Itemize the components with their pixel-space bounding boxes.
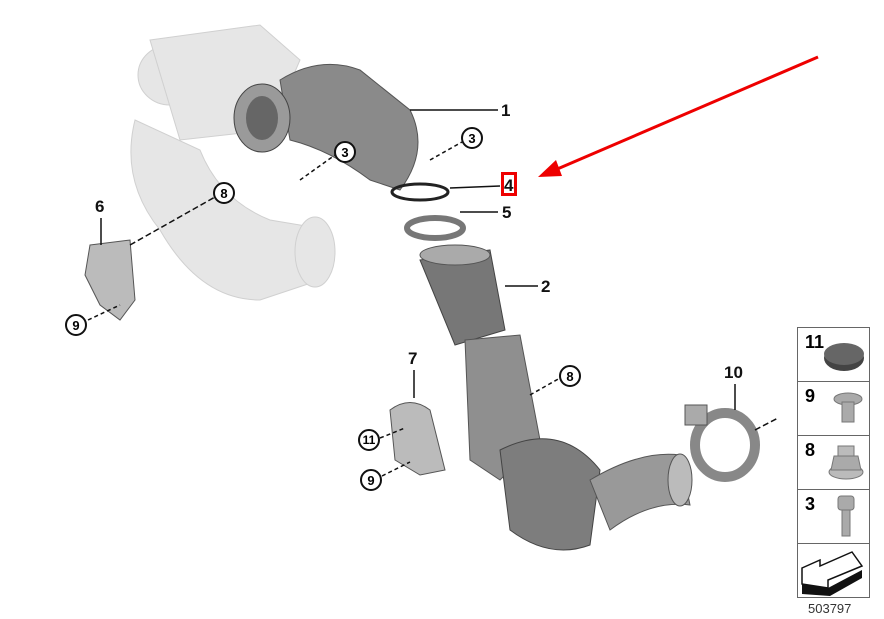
callout-7: 7 bbox=[408, 349, 418, 368]
gasket-ring-4 bbox=[390, 182, 450, 202]
countersunk-screw-icon bbox=[833, 392, 863, 423]
ghost-turbo-assembly bbox=[130, 24, 336, 301]
callout-8: 8 bbox=[213, 182, 235, 204]
callout-10: 10 bbox=[724, 363, 743, 382]
legend-number: 9 bbox=[805, 386, 816, 406]
callout-5: 5 bbox=[502, 203, 512, 222]
hardware-legend: 11 9 8 3 bbox=[797, 327, 870, 598]
bracket-6 bbox=[84, 239, 136, 321]
flex-pipe-part-2 bbox=[419, 244, 506, 346]
torx-bolt-icon bbox=[837, 495, 855, 537]
legend-row-3: 3 bbox=[798, 490, 869, 544]
catalytic-converter-part-1 bbox=[233, 63, 419, 191]
lower-catalytic-converter bbox=[464, 334, 693, 551]
collar-nut-icon bbox=[828, 445, 864, 480]
callout-3: 3 bbox=[461, 127, 483, 149]
callout-1: 1 bbox=[501, 101, 511, 120]
callout-9: 9 bbox=[360, 469, 382, 491]
callout-4: 4 bbox=[504, 176, 514, 195]
legend-number: 8 bbox=[805, 440, 816, 460]
legend-row-arrow bbox=[798, 544, 869, 598]
legend-row-11: 11 bbox=[798, 328, 869, 382]
plug-icon bbox=[824, 343, 864, 371]
legend-number: 3 bbox=[805, 494, 816, 514]
legend-row-8: 8 bbox=[798, 436, 869, 490]
diagram-number: 503797 bbox=[808, 601, 852, 616]
leader-lines bbox=[87, 109, 779, 477]
callout-9: 9 bbox=[65, 314, 87, 336]
callout-11: 11 bbox=[358, 429, 380, 451]
clamp-10 bbox=[684, 404, 760, 482]
legend-number: 11 bbox=[805, 332, 825, 352]
bracket-7 bbox=[389, 402, 446, 476]
callout-3: 3 bbox=[334, 141, 356, 163]
callout-8: 8 bbox=[559, 365, 581, 387]
callout-4-highlight-box bbox=[501, 172, 517, 196]
legend-row-9: 9 bbox=[798, 382, 869, 436]
callout-2: 2 bbox=[541, 277, 551, 296]
red-highlight-arrow bbox=[538, 55, 819, 177]
clamp-5 bbox=[404, 215, 466, 241]
callout-6: 6 bbox=[95, 197, 105, 216]
direction-arrow-icon bbox=[801, 551, 864, 596]
